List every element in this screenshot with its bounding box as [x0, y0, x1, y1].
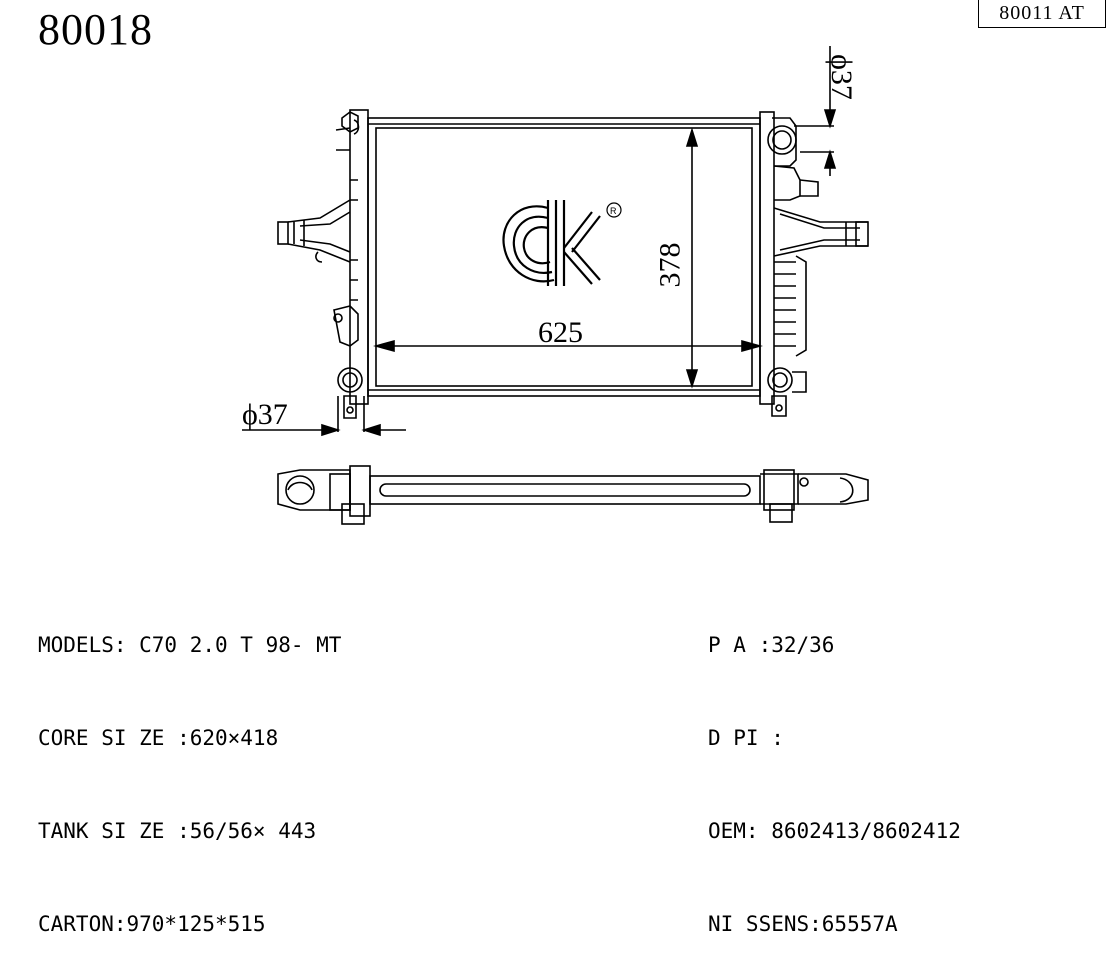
- spec-core-size: CORE SI ZE :620×418: [38, 726, 279, 750]
- specs-left: MODELS: C70 2.0 T 98- MT CORE SI ZE :620…: [38, 568, 341, 971]
- left-tank: [277, 109, 369, 419]
- ck-logo: [502, 200, 622, 286]
- bottom-pipe-dimension: [242, 396, 406, 437]
- spec-dpi: D PI :: [708, 726, 784, 750]
- bottom-view: [277, 465, 869, 525]
- spec-pa: P A :32/36: [708, 633, 835, 657]
- spec-models: MODELS: C70 2.0 T 98- MT: [38, 633, 342, 657]
- specs-right: P A :32/36 D PI : OEM: 8602413/8602412 N…: [708, 568, 961, 971]
- right-tank-fins: [774, 255, 807, 357]
- alternate-part-label: 80011 AT: [999, 2, 1085, 24]
- radiator-core-inner: [375, 127, 753, 387]
- spec-carton: CARTON:970*125*515: [38, 912, 266, 936]
- height-dimension: [685, 127, 699, 389]
- alternate-part-box: 80011 AT: [978, 0, 1106, 28]
- spec-tank-size: TANK SI ZE :56/56× 443: [38, 819, 317, 843]
- top-pipe-dimension-label: ϕ37: [824, 54, 858, 100]
- spec-oem: OEM: 8602413/8602412: [708, 819, 961, 843]
- height-dimension-label: 378: [653, 242, 687, 288]
- width-dimension-label: 625: [538, 316, 583, 349]
- right-tank: [759, 111, 869, 417]
- width-dimension: [373, 339, 763, 353]
- radiator-drawing: R: [242, 46, 869, 525]
- top-pipe-dimension: [794, 46, 837, 176]
- spec-nissens: NI SSENS:65557A: [708, 912, 898, 936]
- part-number: 80018: [38, 5, 153, 54]
- bottom-pipe-dimension-label: ϕ37: [242, 398, 288, 431]
- registered-mark: R: [610, 206, 617, 216]
